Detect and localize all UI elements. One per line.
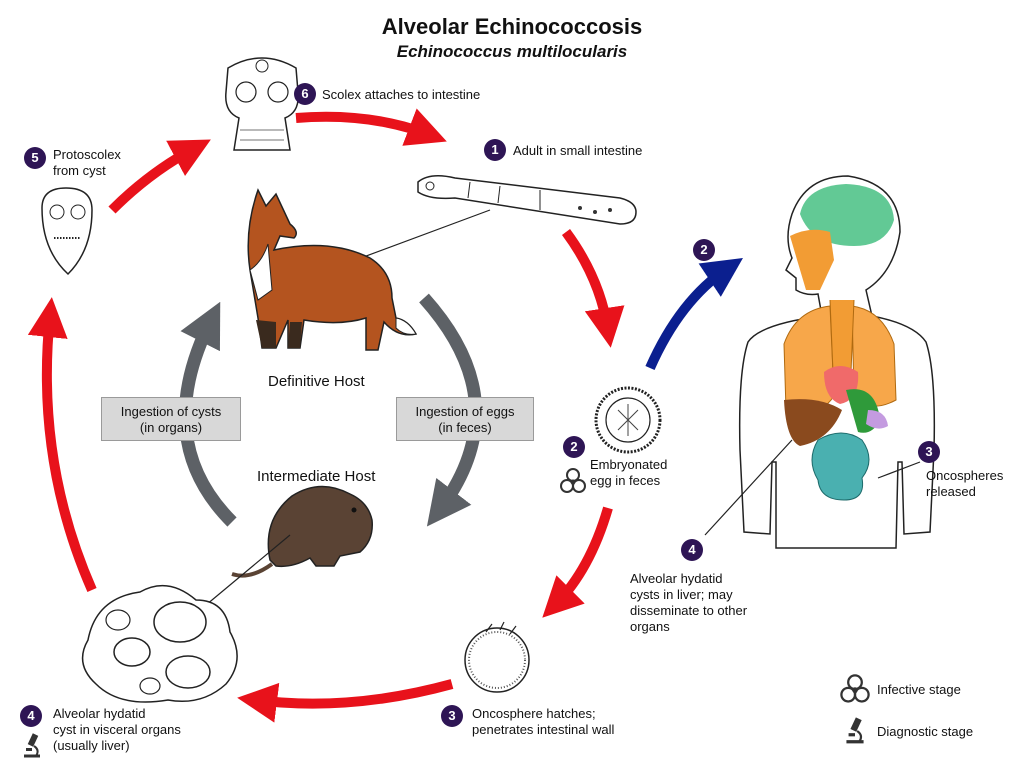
definitive-host-label: Definitive Host [268, 373, 365, 390]
human-figure-illustration [738, 175, 936, 549]
stage-6-label: Scolex attaches to intestine [322, 87, 481, 102]
protoscolex-illustration [41, 187, 93, 276]
diagram-title: Alveolar Echinococcosis [381, 14, 643, 39]
arrow-6-to-1 [295, 108, 447, 146]
scolex-illustration [225, 57, 299, 151]
human-stage-4-badge: 4 [681, 539, 703, 561]
oncosphere-illustration [464, 621, 530, 693]
human-stage-4-label: Alveolar hydatid cysts in liver; may dis… [630, 571, 748, 634]
adult-worm-illustration [349, 175, 637, 263]
legend-diagnostic-label: Diagnostic stage [877, 724, 974, 739]
ingestion-cysts-box: Ingestion of cysts (in organs) [101, 397, 241, 441]
legend-microscope-icon [846, 717, 864, 744]
arrow-4-to-5 [27, 297, 97, 593]
stage-3-label: Oncosphere hatches; penetrates intestina… [472, 706, 615, 737]
arrow-5-to-6 [108, 139, 211, 214]
intermediate-host-label: Intermediate Host [257, 468, 376, 485]
stage-6-badge: 6 [294, 83, 316, 105]
biohazard-icon [560, 468, 586, 493]
stage-1-badge: 1 [484, 139, 506, 161]
human-stage-3-badge: 3 [918, 441, 940, 463]
ingestion-eggs-box: Ingestion of eggs (in feces) [396, 397, 534, 441]
stage-4-badge: 4 [20, 705, 42, 727]
egg-illustration [594, 386, 662, 454]
stage-2-badge: 2 [563, 436, 585, 458]
human-stage-3-label: Oncospheres released [926, 468, 1004, 499]
arrow-2-to-3 [542, 506, 613, 618]
legend-biohazard-icon [840, 674, 870, 703]
arrow-egg-to-human [645, 258, 743, 371]
fox-illustration [247, 188, 418, 351]
stage-1-label: Adult in small intestine [513, 143, 643, 158]
stage-5-label: Protoscolex from cyst [53, 147, 121, 178]
rodent-illustration [199, 485, 373, 611]
alveolar-cyst-illustration [81, 584, 238, 703]
stage-3-badge: 3 [441, 705, 463, 727]
legend-infective-label: Infective stage [877, 682, 961, 697]
arrow-1-to-2 [561, 229, 625, 348]
arrow-3-to-4 [237, 679, 454, 723]
stage-2-label: Embryonated egg in feces [590, 457, 668, 488]
stage-4-label: Alveolar hydatid cyst in visceral organs… [53, 706, 181, 753]
diagram-subtitle: Echinococcus multilocularis [396, 42, 628, 61]
stage-5-badge: 5 [24, 147, 46, 169]
human-stage-2-badge: 2 [693, 239, 715, 261]
microscope-icon [24, 733, 40, 758]
